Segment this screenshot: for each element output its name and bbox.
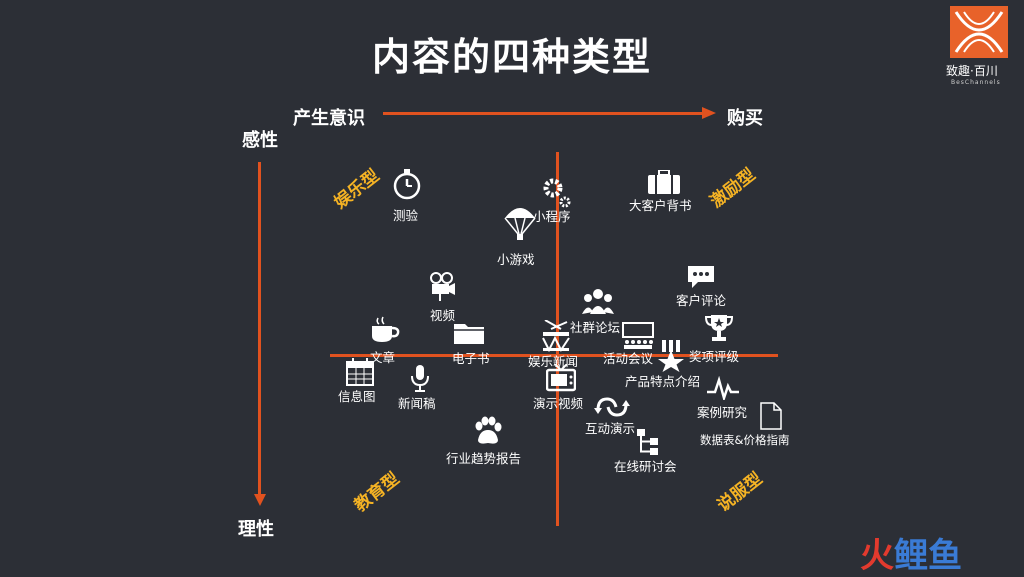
coffee-cup-icon xyxy=(370,316,400,344)
item-demo-video: 演示视频 xyxy=(533,396,584,411)
drum-icon xyxy=(541,320,571,352)
paw-icon xyxy=(472,416,502,446)
quadrant-persuasion: 说服型 xyxy=(713,468,767,517)
item-trend-report: 行业趋势报告 xyxy=(446,451,522,466)
horizontal-arrow-line xyxy=(383,112,705,115)
logo-sub: BesChannels xyxy=(951,79,1001,86)
document-icon xyxy=(760,402,782,430)
suitcase-icon xyxy=(648,170,680,194)
item-key-account: 大客户背书 xyxy=(629,198,692,213)
pulse-icon xyxy=(706,376,740,400)
item-infographic: 信息图 xyxy=(338,389,376,404)
logo xyxy=(950,6,1008,58)
video-camera-icon xyxy=(428,272,456,302)
axis-label-emotional: 感性 xyxy=(242,130,278,151)
quadrant-vertical-line xyxy=(556,152,559,526)
logo-name: 致趣·百川 xyxy=(946,64,998,78)
item-mini-program: 小程序 xyxy=(533,209,571,224)
item-datasheet: 数据表&价格指南 xyxy=(700,433,790,447)
vertical-arrow-line xyxy=(258,162,261,498)
meeting-room-icon xyxy=(622,322,654,350)
flowchart-icon xyxy=(636,428,666,456)
watermark-part-1: 火 xyxy=(860,536,894,576)
stopwatch-icon xyxy=(392,168,422,200)
item-article: 文章 xyxy=(370,350,396,365)
watermark-part-2: 鲤鱼 xyxy=(894,536,962,576)
item-event: 活动会议 xyxy=(603,351,654,366)
item-webinar: 在线研讨会 xyxy=(614,459,677,474)
item-ebook: 电子书 xyxy=(452,351,490,366)
item-product-intro: 产品特点介绍 xyxy=(625,374,701,389)
arrow-right-icon xyxy=(702,107,716,119)
folder-icon xyxy=(454,322,484,344)
page-title: 内容的四种类型 xyxy=(371,35,652,79)
arrow-down-icon xyxy=(254,494,266,506)
axis-label-purchase: 购买 xyxy=(727,108,763,129)
quadrant-education: 教育型 xyxy=(350,468,404,517)
item-quiz: 测验 xyxy=(393,208,419,223)
sync-arrows-icon xyxy=(594,396,630,418)
calendar-icon xyxy=(346,358,374,386)
quadrant-entertainment: 娱乐型 xyxy=(330,165,384,214)
axis-label-rational: 理性 xyxy=(238,519,274,540)
microphone-icon xyxy=(410,364,430,392)
parachute-icon xyxy=(503,204,537,242)
people-group-icon xyxy=(582,288,614,314)
logo-mark-icon xyxy=(954,11,1004,53)
watermark-logo: 火鲤鱼 xyxy=(860,528,962,577)
item-mini-game: 小游戏 xyxy=(497,252,535,267)
item-case-study: 案例研究 xyxy=(697,405,748,420)
star-badge-icon xyxy=(656,340,686,372)
chat-bubble-icon xyxy=(686,264,716,290)
axis-label-awareness: 产生意识 xyxy=(293,108,365,129)
item-customer-review: 客户评论 xyxy=(676,293,727,308)
item-community: 社群论坛 xyxy=(570,320,621,335)
item-award: 奖项评级 xyxy=(689,349,740,364)
item-interactive-demo: 互动演示 xyxy=(585,421,636,436)
item-video: 视频 xyxy=(430,308,456,323)
trophy-icon xyxy=(704,313,734,343)
quadrant-horizontal-line xyxy=(330,354,778,357)
tv-icon xyxy=(546,364,576,392)
item-press: 新闻稿 xyxy=(398,396,436,411)
gear-icon xyxy=(541,176,575,210)
quadrant-inspiration: 激励型 xyxy=(706,164,760,213)
